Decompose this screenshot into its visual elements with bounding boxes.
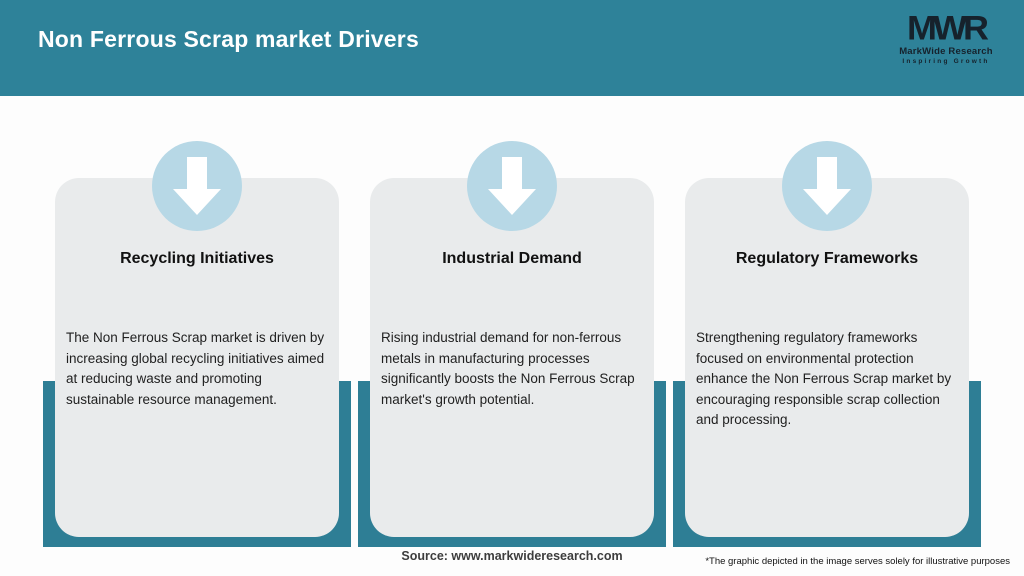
- down-arrow-icon: [782, 141, 872, 231]
- driver-card-recycling-initiatives: Recycling Initiatives The Non Ferrous Sc…: [55, 178, 339, 537]
- card-description: The Non Ferrous Scrap market is driven b…: [66, 330, 325, 407]
- card-description: Strengthening regulatory frameworks focu…: [696, 330, 952, 428]
- logo-tagline: Inspiring Growth: [902, 58, 990, 65]
- card-title: Regulatory Frameworks: [735, 250, 919, 267]
- driver-card-regulatory-frameworks: Regulatory Frameworks Strengthening regu…: [685, 178, 969, 537]
- down-arrow-icon: [467, 141, 557, 231]
- header-bar: Non Ferrous Scrap market Drivers MWR Mar…: [0, 0, 1024, 96]
- logo-acronym: MWR: [907, 8, 989, 47]
- driver-card-industrial-demand: Industrial Demand Rising industrial dema…: [370, 178, 654, 537]
- card-title: Industrial Demand: [442, 250, 582, 267]
- logo-name: MarkWide Research: [899, 46, 993, 57]
- markwide-research-logo: MWR MarkWide Research Inspiring Growth: [886, 10, 1006, 65]
- disclaimer-text: *The graphic depicted in the image serve…: [705, 556, 1010, 567]
- down-arrow-icon: [152, 141, 242, 231]
- card-description: Rising industrial demand for non-ferrous…: [381, 330, 635, 407]
- card-title: Recycling Initiatives: [120, 250, 274, 267]
- source-text: Source: www.markwideresearch.com: [401, 549, 623, 563]
- page-title: Non Ferrous Scrap market Drivers: [38, 26, 419, 52]
